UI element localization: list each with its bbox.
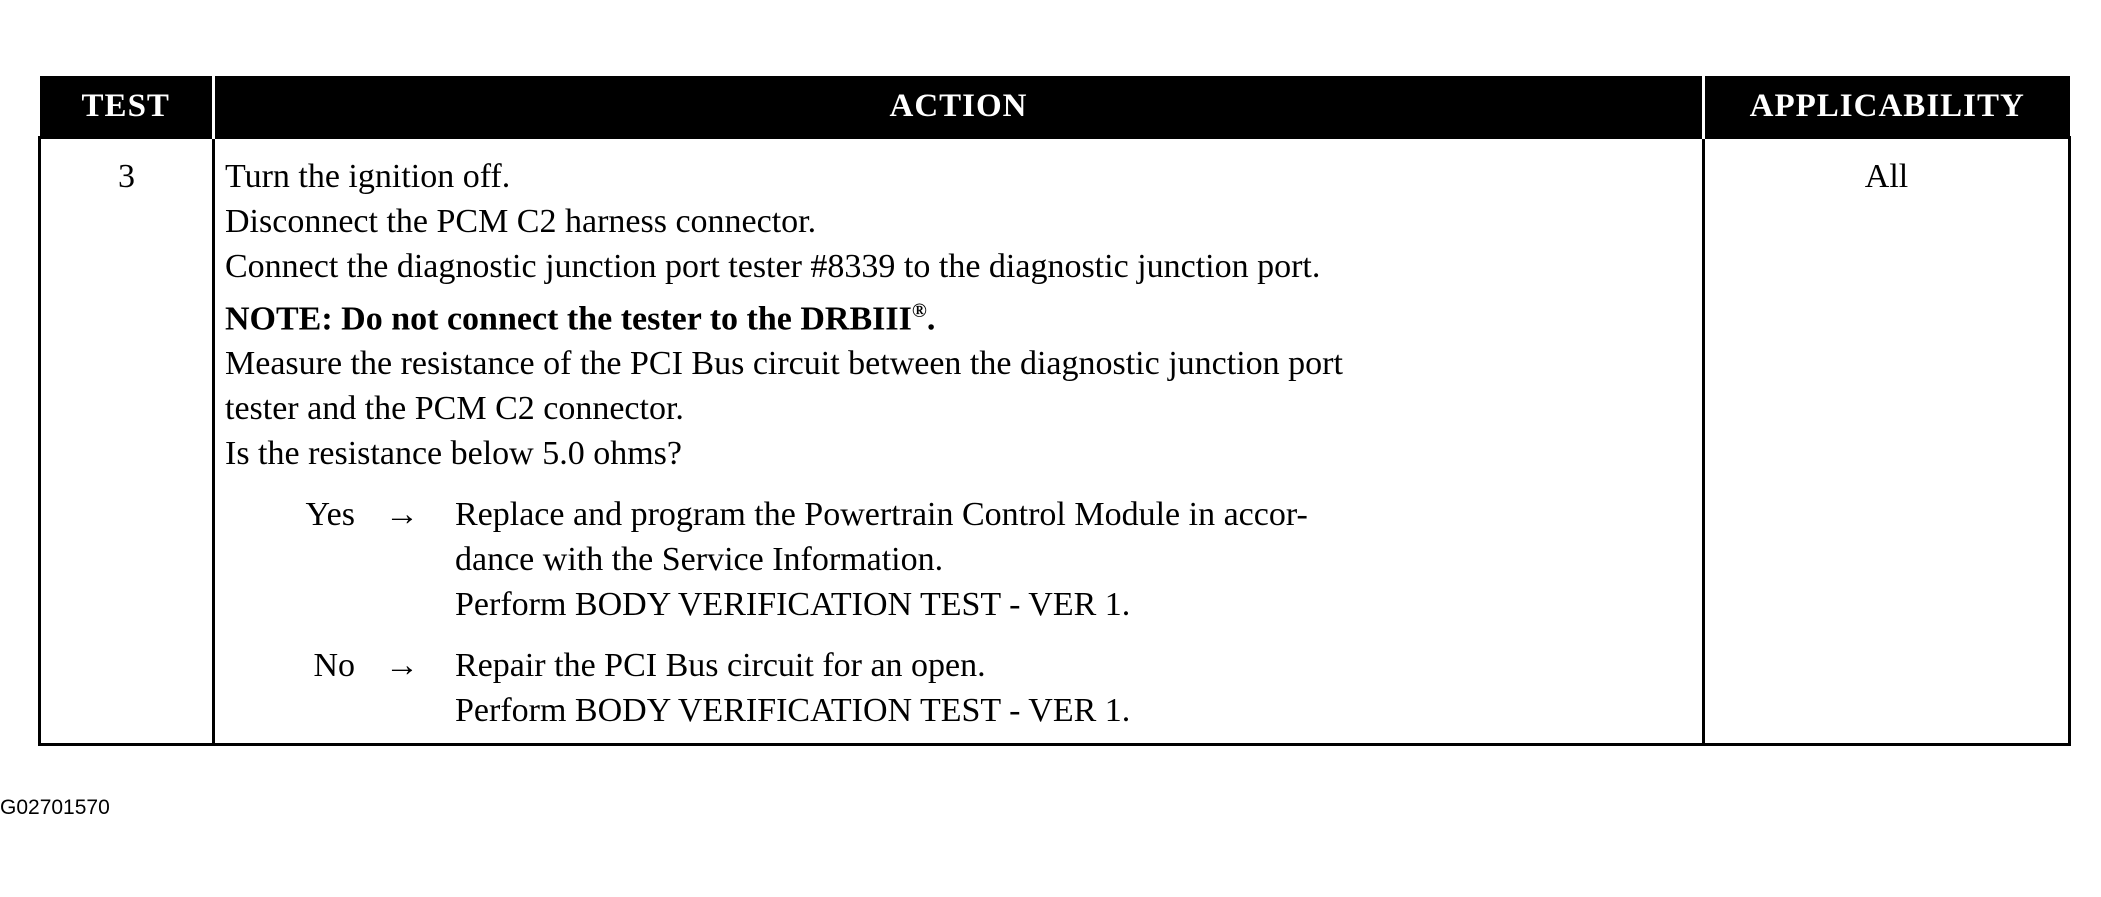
result-text-yes: Replace and program the Powertrain Contr… <box>455 492 1692 627</box>
result-line: Repair the PCI Bus circuit for an open. <box>455 647 986 685</box>
note-text: NOTE: Do not connect the tester to the D… <box>225 289 1692 341</box>
result-line: dance with the Service Information. <box>455 541 944 579</box>
header-test: TEST <box>39 76 214 138</box>
step-text: Disconnect the PCM C2 harness connector. <box>225 203 817 240</box>
table-row: 3 Turn the ignition off. Disconnect the … <box>38 135 2071 747</box>
note-body: NOTE: Do not connect the tester to the D… <box>225 300 912 338</box>
registered-mark: ® <box>911 300 927 322</box>
header-applicability: APPLICABILITY <box>1702 76 2070 138</box>
result-line: Perform BODY VERIFICATION TEST - VER 1. <box>455 692 1131 730</box>
test-number-cell: 3 <box>38 135 215 747</box>
figure-id: G02701570 <box>0 796 110 819</box>
result-label-yes: Yes <box>305 496 355 534</box>
result-no: No → Repair the PCI Bus circuit for an o… <box>225 643 1692 733</box>
right-arrow-icon: → <box>385 496 419 534</box>
measure-text: Measure the resistance of the PCI Bus ci… <box>225 345 1343 383</box>
result-text-no: Repair the PCI Bus circuit for an open. … <box>455 643 1692 733</box>
note-period: . <box>926 300 936 338</box>
result-yes: Yes → Replace and program the Powertrain… <box>225 492 1692 627</box>
step-text: Connect the diagnostic junction port tes… <box>225 248 1321 285</box>
header-action: ACTION <box>212 76 1704 138</box>
table-header-row: TEST ACTION APPLICABILITY <box>39 76 2070 138</box>
question-text: Is the resistance below 5.0 ohms? <box>225 435 682 473</box>
applicability-cell: All <box>1702 135 2071 747</box>
result-line: Replace and program the Powertrain Contr… <box>455 496 1308 534</box>
step-text: Turn the ignition off. <box>225 158 511 195</box>
test-table: TEST ACTION APPLICABILITY 3 Turn the ign… <box>38 76 2071 747</box>
diagnostic-test-table: TEST ACTION APPLICABILITY 3 Turn the ign… <box>38 76 2071 747</box>
result-label-no: No <box>313 647 355 685</box>
result-line: Perform BODY VERIFICATION TEST - VER 1. <box>455 586 1131 624</box>
right-arrow-icon: → <box>385 647 419 685</box>
action-cell: Turn the ignition off. Disconnect the PC… <box>212 135 1705 747</box>
measure-text: tester and the PCM C2 connector. <box>225 390 684 428</box>
applicability-value: All <box>1864 158 1909 195</box>
test-number: 3 <box>118 158 135 195</box>
